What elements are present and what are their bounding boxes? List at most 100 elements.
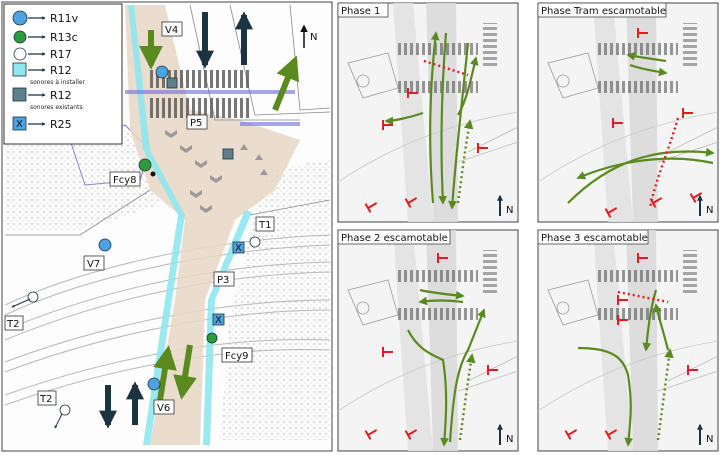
- crossing-p5: [150, 98, 250, 118]
- red-stop-bar-icon: [404, 197, 418, 208]
- crossing: [483, 250, 497, 295]
- label-v4: V4: [165, 25, 178, 36]
- label-v7-box: [83, 255, 105, 271]
- tram-tracks: [537, 111, 719, 183]
- signal-t2-left-white-circle-icon: [27, 291, 39, 303]
- crossing: [683, 23, 697, 68]
- green-movement-arrow: [576, 157, 714, 180]
- crossing: [398, 308, 478, 320]
- red-stop-bar-icon: [682, 108, 693, 118]
- crossing: [598, 270, 678, 282]
- label-fcy8-box: [109, 171, 141, 187]
- label-fcy9-box: [221, 347, 253, 363]
- signal-v7-blue-circle-icon: [98, 238, 112, 252]
- crossing: [683, 250, 697, 295]
- north-label: N: [506, 434, 513, 445]
- legend-x-glyph: X: [16, 119, 23, 130]
- red-stop-bar-icon: [637, 28, 648, 38]
- red-stop-bar-icon: [404, 429, 418, 440]
- green-movement-arrow: [384, 111, 424, 126]
- cyan-tram-platform-right: [203, 210, 252, 445]
- red-stop-bar-icon: [407, 88, 418, 98]
- legend-white-circle-signal-icon: [13, 47, 27, 61]
- legend-label-3: R17: [50, 48, 72, 61]
- tree-icon: [356, 74, 370, 88]
- red-stop-bar-icon: [382, 120, 393, 130]
- label-fcy8: Fcy8: [113, 175, 137, 186]
- signal-v4-blue-circle-icon: [155, 65, 169, 79]
- label-p5-box: [186, 114, 208, 130]
- road-chevrons: [165, 130, 268, 213]
- tram-tracks: [4, 234, 331, 406]
- road-band: [593, 3, 633, 222]
- ground-area-right: [220, 160, 330, 440]
- legend-label-6: R25: [50, 118, 72, 131]
- phase-panel-1: Phase 1 N: [337, 2, 519, 223]
- crossing: [483, 23, 497, 68]
- red-stop-bar-icon: [364, 202, 378, 213]
- phase-title: Phase 1: [341, 6, 380, 17]
- label-v6-box: [153, 399, 175, 415]
- label-p3: P3: [217, 275, 229, 286]
- north-label: N: [706, 205, 713, 216]
- legend-cyan-square-signal-icon: [12, 62, 27, 77]
- legend: R11v R13c R17 R12 sonores à installer R1…: [3, 3, 123, 145]
- label-t2-left: T2: [6, 319, 19, 330]
- legend-sub-5: sonores existants: [30, 104, 83, 111]
- signal-v6-blue-circle-icon: [147, 377, 161, 391]
- red-dotted-line: [617, 290, 669, 304]
- signal-p5-grey-square-icon: [222, 148, 234, 160]
- red-stop-bar-icon: [382, 347, 393, 357]
- legend-x-square-signal-icon: [12, 116, 27, 131]
- crossing-blue-band: [125, 90, 295, 94]
- green-arrow-up-bottom: [153, 345, 177, 401]
- green-movement-arrow: [429, 31, 440, 204]
- tram-tracks: [457, 126, 519, 163]
- red-stop-bar-icon: [437, 253, 448, 263]
- red-stop-bar-icon: [612, 118, 623, 128]
- signal-t1-x-glyph: X: [235, 243, 242, 254]
- main-north-label: N: [310, 32, 317, 43]
- red-stop-bar-icon: [364, 429, 378, 440]
- signal-fcy8-dot-icon: [150, 171, 156, 177]
- red-stop-bar-icon: [617, 295, 628, 305]
- road-edges: [5, 4, 331, 236]
- red-stop-bar-icon: [564, 429, 578, 440]
- green-movement-arrow: [448, 42, 470, 210]
- tram-tracks: [337, 111, 519, 183]
- green-movement-arrow: [629, 63, 668, 77]
- phase-title: Phase Tram escamotable: [541, 6, 666, 17]
- phase-title-box: [337, 2, 389, 18]
- cyan-tram-platform-left: [128, 5, 185, 445]
- green-movement-arrow: [438, 32, 448, 205]
- label-t2-bottom-box: [37, 390, 57, 406]
- green-movement-arrow: [577, 346, 634, 447]
- signal-fcy9-x-glyph: X: [215, 315, 222, 326]
- main-map: N V4 P5 Fcy8 X T1 P3: [1, 1, 333, 452]
- red-stop-bar-icon: [637, 253, 648, 263]
- label-t2-bottom: T2: [39, 394, 52, 405]
- label-p5: P5: [190, 118, 202, 129]
- tram-tracks: [537, 340, 719, 412]
- signal-t2-bottom-arrow-icon: [54, 413, 63, 429]
- north-label: N: [506, 205, 513, 216]
- phase-title-box: [537, 2, 667, 18]
- label-t1: T1: [258, 220, 271, 231]
- green-movement-arrow: [653, 303, 670, 351]
- green-movement-arrow: [418, 296, 464, 306]
- green-movement-arrow: [642, 289, 658, 352]
- legend-label-4: R12: [50, 64, 72, 77]
- signals: V4 P5 Fcy8 X T1 P3 V7: [4, 21, 275, 429]
- crossing: [598, 81, 678, 93]
- signal-t1-white-circle-icon: [249, 236, 261, 248]
- green-movement-arrow: [567, 147, 715, 204]
- tree-icon: [556, 301, 570, 315]
- red-stop-bar-icon: [604, 429, 618, 440]
- red-stop-bar-icon: [649, 197, 663, 208]
- signal-v4-grey-square-icon: [166, 77, 178, 89]
- red-stop-bar-icon: [604, 207, 618, 218]
- crossing: [598, 43, 678, 55]
